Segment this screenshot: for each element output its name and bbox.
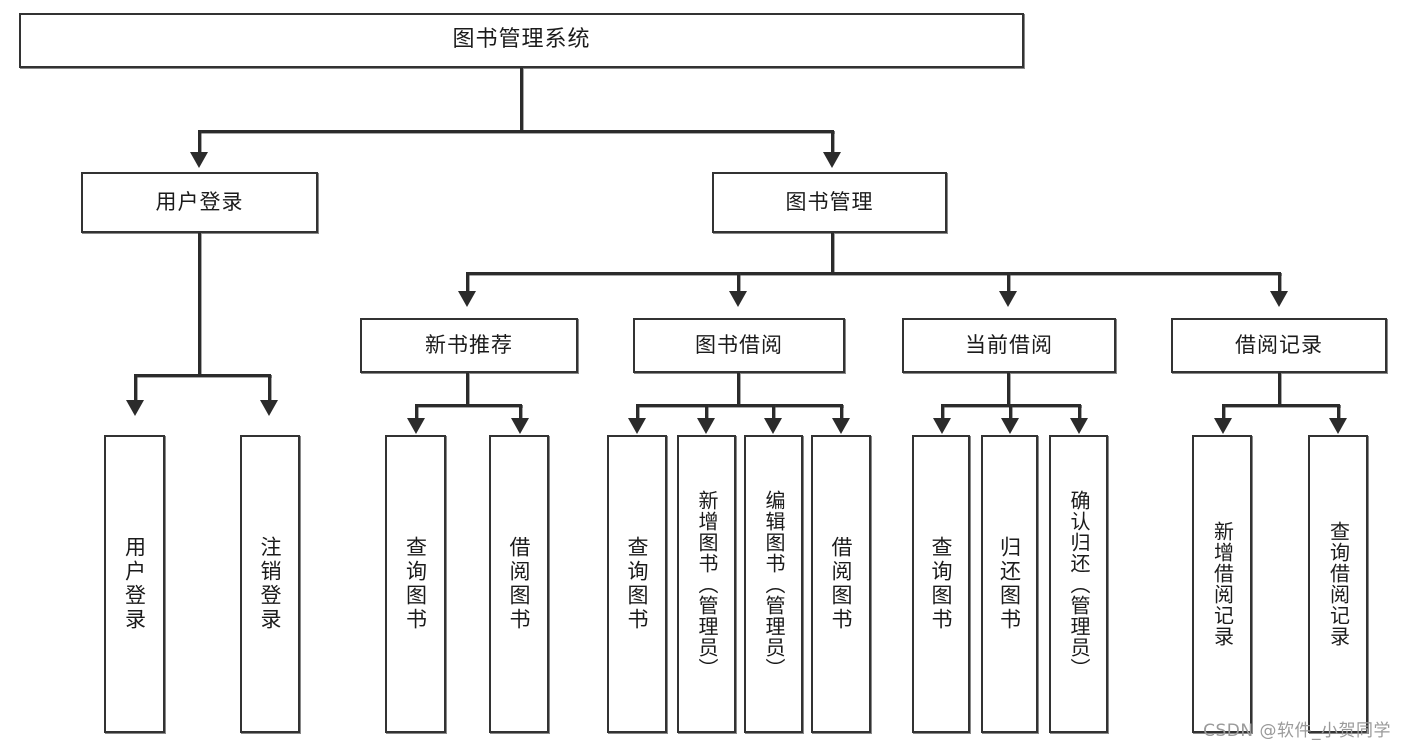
arrow-user-login — [190, 152, 208, 168]
leaf-user-logout[interactable]: 注销登录 — [240, 435, 300, 733]
node-book-borrow-label: 图书借阅 — [695, 332, 783, 357]
node-book-manage[interactable]: 图书管理 — [712, 172, 947, 233]
arrow-leaf-query-book-3 — [933, 418, 951, 434]
leaf-add-record-label: 新增借阅记录 — [1210, 521, 1235, 647]
connector-drop-new-book-rec — [466, 272, 469, 294]
connector-drop-user-login — [198, 130, 201, 156]
arrow-leaf-user-logout — [260, 400, 278, 416]
node-current-borrow[interactable]: 当前借阅 — [902, 318, 1116, 373]
leaf-confirm-return[interactable]: 确认归还（管理员） — [1049, 435, 1108, 733]
arrow-borrow-record — [1270, 291, 1288, 307]
arrow-leaf-add-book — [697, 418, 715, 434]
leaf-confirm-return-label: 确认归还（管理员） — [1067, 489, 1091, 679]
leaf-query-book-2[interactable]: 查询图书 — [607, 435, 667, 733]
connector-user-login-stem — [198, 233, 201, 376]
leaf-user-login[interactable]: 用户登录 — [104, 435, 165, 733]
connector-drop-book-manage — [831, 130, 834, 156]
arrow-leaf-query-book-2 — [628, 418, 646, 434]
leaf-query-book-1[interactable]: 查询图书 — [385, 435, 446, 733]
connector-current-borrow-stem — [1007, 373, 1010, 406]
arrow-leaf-confirm-return — [1070, 418, 1088, 434]
connector-new-book-rec-stem — [466, 373, 469, 406]
node-user-login-label: 用户登录 — [155, 189, 244, 214]
leaf-edit-book-label: 编辑图书（管理员） — [762, 489, 786, 679]
leaf-return-book[interactable]: 归还图书 — [981, 435, 1038, 733]
node-root[interactable]: 图书管理系统 — [19, 13, 1024, 68]
connector-drop-leaf-query-book-1 — [415, 404, 418, 420]
node-root-label: 图书管理系统 — [452, 27, 591, 53]
arrow-leaf-add-record — [1214, 418, 1232, 434]
leaf-borrow-book-2[interactable]: 借阅图书 — [811, 435, 871, 733]
connector-root-stem — [520, 68, 523, 132]
connector-drop-leaf-query-book-2 — [636, 404, 639, 420]
leaf-add-book[interactable]: 新增图书（管理员） — [677, 435, 736, 733]
leaf-user-login-label: 用户登录 — [122, 536, 147, 632]
arrow-leaf-edit-book — [764, 418, 782, 434]
leaf-query-book-3[interactable]: 查询图书 — [912, 435, 970, 733]
connector-drop-leaf-query-book-3 — [941, 404, 944, 420]
connector-book-manage-stem — [831, 233, 834, 274]
leaf-edit-book[interactable]: 编辑图书（管理员） — [744, 435, 803, 733]
connector-drop-leaf-query-record — [1337, 404, 1340, 420]
connector-drop-leaf-add-record — [1222, 404, 1225, 420]
leaf-borrow-book-1[interactable]: 借阅图书 — [489, 435, 549, 733]
connector-borrow-record-stem — [1278, 373, 1281, 406]
arrow-new-book-rec — [458, 291, 476, 307]
connector-drop-book-borrow — [737, 272, 740, 294]
connector-drop-leaf-add-book — [705, 404, 708, 420]
arrow-current-borrow — [999, 291, 1017, 307]
leaf-query-book-1-label: 查询图书 — [403, 536, 428, 632]
node-book-manage-label: 图书管理 — [785, 189, 874, 214]
connector-book-borrow-stem — [737, 373, 740, 406]
node-borrow-record-label: 借阅记录 — [1235, 332, 1323, 357]
leaf-query-book-2-label: 查询图书 — [625, 536, 650, 632]
connector-drop-leaf-borrow-book-2 — [840, 404, 843, 420]
leaf-query-record[interactable]: 查询借阅记录 — [1308, 435, 1368, 733]
connector-root-bus — [198, 130, 834, 133]
leaf-user-logout-label: 注销登录 — [258, 536, 283, 632]
node-new-book-rec-label: 新书推荐 — [425, 332, 513, 357]
connector-drop-leaf-confirm-return — [1078, 404, 1081, 420]
leaf-borrow-book-2-label: 借阅图书 — [829, 536, 854, 632]
leaf-add-record[interactable]: 新增借阅记录 — [1192, 435, 1252, 733]
arrow-leaf-borrow-book-1 — [511, 418, 529, 434]
arrow-leaf-user-login — [126, 400, 144, 416]
connector-drop-borrow-record — [1278, 272, 1281, 294]
connector-borrow-record-bus — [1222, 404, 1340, 407]
connector-drop-leaf-user-login — [134, 374, 137, 403]
connector-drop-leaf-edit-book — [772, 404, 775, 420]
connector-drop-current-borrow — [1007, 272, 1010, 294]
arrow-leaf-query-book-1 — [407, 418, 425, 434]
node-borrow-record[interactable]: 借阅记录 — [1171, 318, 1387, 373]
node-current-borrow-label: 当前借阅 — [965, 332, 1053, 357]
connector-new-book-rec-bus — [415, 404, 522, 407]
connector-book-borrow-bus — [636, 404, 843, 407]
node-new-book-rec[interactable]: 新书推荐 — [360, 318, 578, 373]
leaf-query-book-3-label: 查询图书 — [929, 536, 954, 632]
connector-user-login-bus — [134, 374, 271, 377]
connector-book-manage-bus — [466, 272, 1281, 275]
leaf-borrow-book-1-label: 借阅图书 — [507, 536, 532, 632]
arrow-leaf-return-book — [1001, 418, 1019, 434]
leaf-return-book-label: 归还图书 — [997, 536, 1022, 632]
leaf-query-record-label: 查询借阅记录 — [1326, 521, 1351, 647]
arrow-book-manage — [823, 152, 841, 168]
arrow-book-borrow — [729, 291, 747, 307]
connector-drop-leaf-return-book — [1009, 404, 1012, 420]
connector-drop-leaf-user-logout — [268, 374, 271, 403]
leaf-add-book-label: 新增图书（管理员） — [695, 489, 719, 679]
node-user-login[interactable]: 用户登录 — [81, 172, 318, 233]
node-book-borrow[interactable]: 图书借阅 — [633, 318, 845, 373]
arrow-leaf-query-record — [1329, 418, 1347, 434]
connector-drop-leaf-borrow-book-1 — [519, 404, 522, 420]
arrow-leaf-borrow-book-2 — [832, 418, 850, 434]
